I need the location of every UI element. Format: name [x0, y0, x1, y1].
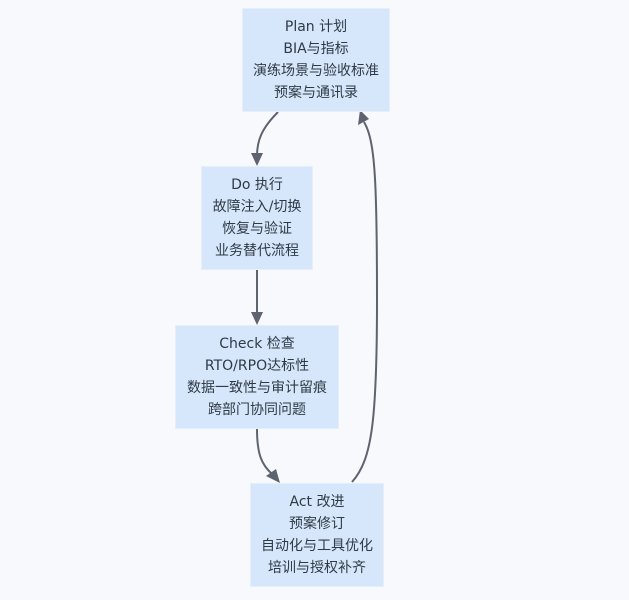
node-plan-line: 演练场景与验收标准: [253, 63, 379, 79]
node-act-line: 预案修订: [289, 516, 345, 532]
node-check: Check 检查 RTO/RPO达标性 数据一致性与审计留痕 跨部门协同问题: [175, 325, 339, 429]
node-check-line: RTO/RPO达标性: [204, 358, 310, 374]
node-plan-line: BIA与指标: [283, 41, 349, 57]
node-check-line: 跨部门协同问题: [208, 402, 306, 418]
node-act-line: 培训与授权补齐: [268, 560, 366, 576]
node-act: Act 改进 预案修订 自动化与工具优化 培训与授权补齐: [250, 483, 384, 587]
edge-act-to-plan: [351, 121, 379, 483]
node-do-line: 恢复与验证: [222, 221, 292, 237]
node-plan: Plan 计划 BIA与指标 演练场景与验收标准 预案与通讯录: [242, 8, 390, 112]
node-act-line: 自动化与工具优化: [261, 538, 373, 554]
arrowhead-plan-to-do: [251, 153, 263, 166]
edge-plan-to-do: [256, 111, 279, 157]
arrowhead-check-to-act: [266, 469, 280, 483]
node-act-title: Act 改进: [289, 494, 345, 510]
node-do-line: 业务替代流程: [215, 243, 299, 259]
edge-check-to-act: [256, 428, 273, 475]
node-plan-line: 预案与通讯录: [274, 85, 358, 101]
node-check-title: Check 检查: [219, 336, 295, 352]
node-do-line: 故障注入/切换: [212, 199, 302, 215]
node-plan-title: Plan 计划: [284, 19, 348, 35]
arrowhead-do-to-check: [251, 312, 263, 325]
node-do-title: Do 执行: [231, 177, 283, 193]
node-check-line: 数据一致性与审计留痕: [187, 380, 327, 396]
node-do: Do 执行 故障注入/切换 恢复与验证 业务替代流程: [201, 166, 313, 270]
arrowhead-act-to-plan: [358, 110, 369, 125]
